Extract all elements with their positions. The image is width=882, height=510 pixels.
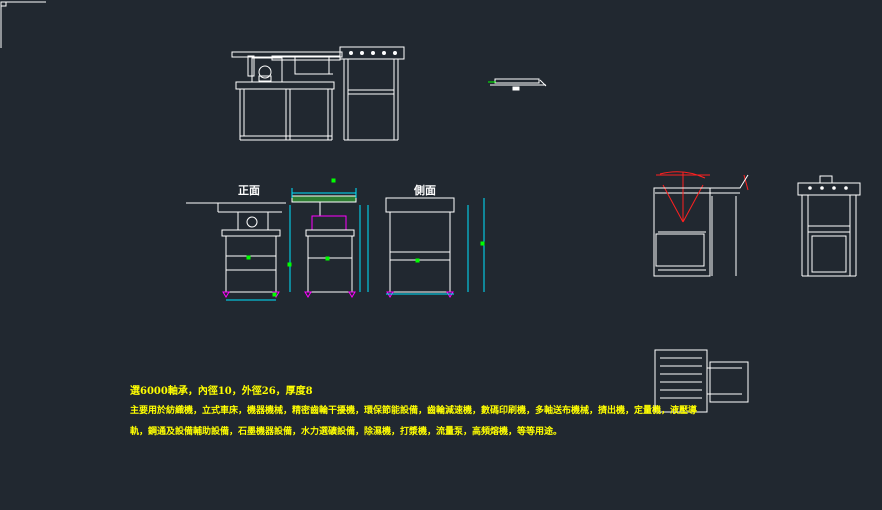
right-front-view [797,175,861,277]
front-view-label: 正面 [238,184,260,197]
note-line-3: 軌，鋼通及設備輔助設備，石墨機器設備，水力選礦設備，除濕機，打漿機，流量泵，高頻… [130,427,563,437]
side-view-label: 側面 [414,184,436,197]
dimension-lines [226,188,485,301]
note-line-1: 選6000軸承，內徑10，外徑26，厚度8 [130,386,313,397]
rail-detail-view [488,78,547,91]
top-assembly-view [231,46,405,141]
top-plan-view [654,349,749,413]
middle-front-assembly [186,195,455,298]
dimension-markers [246,178,485,297]
ucs-corner-icon [0,1,46,48]
note-line-2: 主要用於紡織機，立式車床，機器機械，精密齒輪干擾機，環保節能設備，齒輪減速機，數… [130,406,698,416]
right-side-view [653,171,749,277]
